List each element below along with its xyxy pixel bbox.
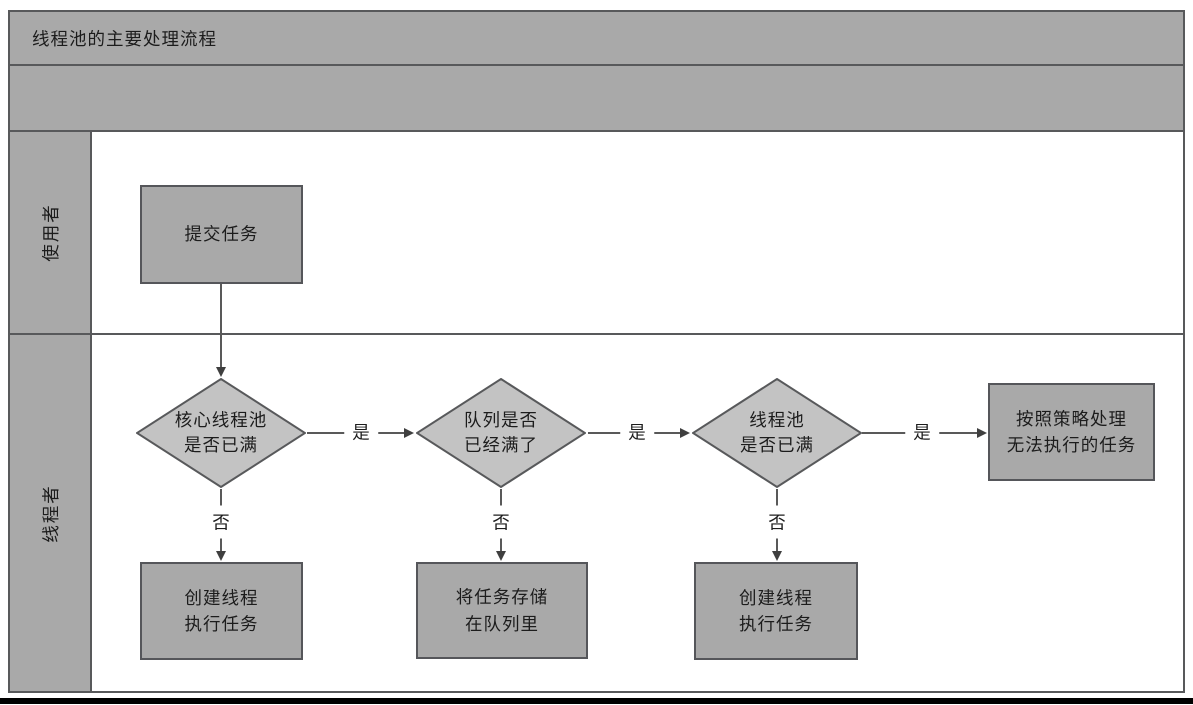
lane-threadpool-label-column: 线程者 bbox=[10, 335, 92, 691]
subtitle-bar bbox=[10, 66, 1183, 132]
box-submit-task-label: 提交任务 bbox=[184, 224, 259, 245]
box-submit-task: 提交任务 bbox=[140, 185, 303, 284]
box-create-thread-2: 创建线程 执行任务 bbox=[694, 562, 858, 660]
lane-user-label: 使用者 bbox=[40, 203, 61, 262]
decision-queue-line2: 已经满了 bbox=[464, 435, 538, 455]
lane-user-label-column: 使用者 bbox=[10, 132, 92, 333]
box-reject-policy-line2: 无法执行的任务 bbox=[1006, 435, 1137, 455]
diagram-title: 线程池的主要处理流程 bbox=[32, 28, 217, 49]
box-store-in-queue-line1: 将任务存储 bbox=[455, 587, 549, 608]
decision-pool-full: 线程池 是否已满 bbox=[692, 378, 862, 488]
edge-label-no-2: 否 bbox=[491, 505, 511, 539]
diamond-shape bbox=[692, 378, 862, 488]
edge-label-yes-2: 是 bbox=[620, 419, 654, 445]
decision-core-pool-full: 核心线程池 是否已满 bbox=[136, 378, 306, 488]
diamond-shape bbox=[136, 378, 306, 488]
box-create-thread-2-line1: 创建线程 bbox=[739, 587, 813, 608]
edge-label-yes-1: 是 bbox=[344, 419, 378, 445]
box-store-in-queue: 将任务存储 在队列里 bbox=[416, 562, 588, 659]
edge-label-yes-3: 是 bbox=[905, 419, 939, 445]
box-reject-policy-line1: 按照策略处理 bbox=[1016, 408, 1127, 429]
box-create-thread-1-line1: 创建线程 bbox=[184, 587, 259, 608]
edge-label-no-1: 否 bbox=[211, 505, 231, 539]
box-reject-policy: 按照策略处理 无法执行的任务 bbox=[988, 383, 1155, 481]
decision-core-pool-line1: 核心线程池 bbox=[174, 409, 268, 430]
box-store-in-queue-line2: 在队列里 bbox=[465, 613, 539, 634]
swimlane-frame: 线程池的主要处理流程 使用者 线程者 bbox=[8, 10, 1185, 693]
box-create-thread-2-line2: 执行任务 bbox=[739, 614, 813, 634]
bottom-page-rule bbox=[0, 698, 1193, 704]
decision-core-pool-line2: 是否已满 bbox=[184, 435, 258, 455]
diamond-shape bbox=[416, 378, 586, 488]
title-bar: 线程池的主要处理流程 bbox=[10, 12, 1183, 66]
box-create-thread-1-line2: 执行任务 bbox=[184, 614, 259, 634]
edge-label-no-3: 否 bbox=[767, 505, 787, 539]
decision-queue-full: 队列是否 已经满了 bbox=[416, 378, 586, 488]
decision-queue-line1: 队列是否 bbox=[464, 409, 538, 430]
lane-threadpool-label: 线程者 bbox=[40, 483, 61, 543]
decision-pool-line1: 线程池 bbox=[749, 409, 805, 430]
box-create-thread-1: 创建线程 执行任务 bbox=[140, 562, 303, 660]
decision-pool-line2: 是否已满 bbox=[740, 435, 814, 455]
